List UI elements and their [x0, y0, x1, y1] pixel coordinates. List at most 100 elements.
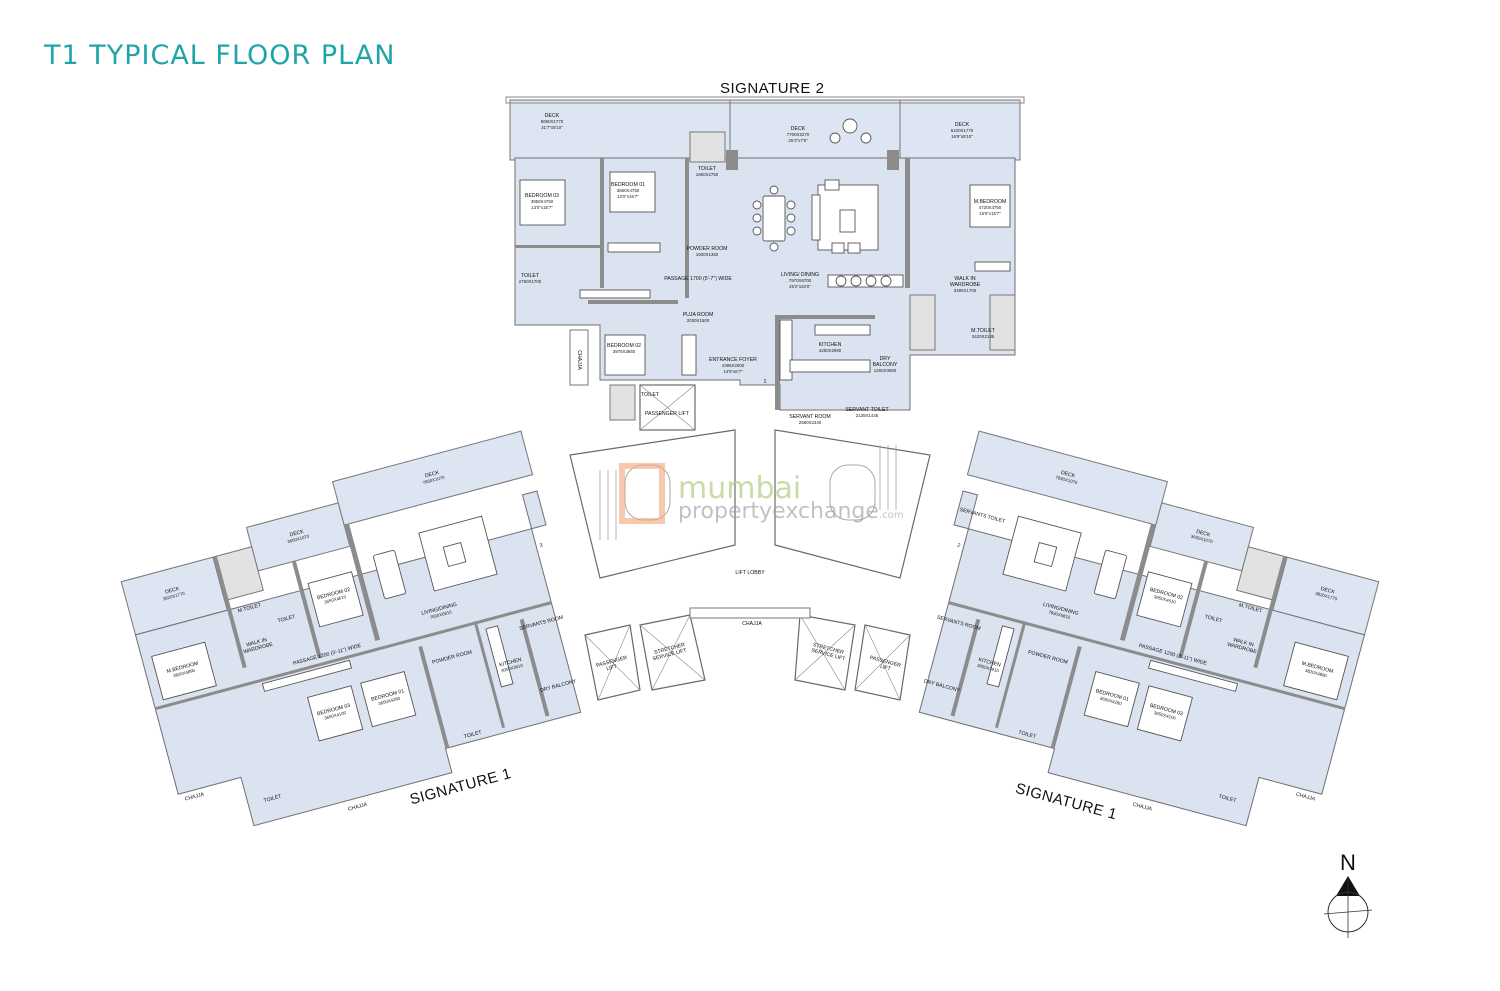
svg-text:mumbai: mumbai	[678, 471, 801, 506]
svg-text:CHAJJA: CHAJJA	[742, 621, 762, 627]
svg-text:PASSAGE 1700 (5'-7") WIDE: PASSAGE 1700 (5'-7") WIDE	[664, 276, 732, 282]
svg-text:3820X1770: 3820X1770	[162, 591, 186, 602]
svg-text:3650X4280: 3650X4280	[1099, 696, 1123, 707]
deck-band	[509, 99, 1021, 161]
svg-text:BEDROOM 02: BEDROOM 02	[607, 343, 641, 349]
svg-text:15'6"x15'7": 15'6"x15'7"	[979, 211, 1001, 216]
svg-text:TOILET: TOILET	[263, 793, 283, 804]
svg-text:LIFT LOBBY: LIFT LOBBY	[735, 570, 765, 576]
svg-text:4250X2980: 4250X2980	[819, 348, 842, 353]
svg-text:TOILET: TOILET	[641, 392, 660, 398]
central-core: LIFT LOBBY CHAJJA PASSENGER LIFT STRETCH…	[569, 429, 931, 701]
svg-text:16'9"x5'10": 16'9"x5'10"	[951, 134, 973, 139]
svg-text:DECK: DECK	[289, 529, 305, 539]
svg-text:DECK: DECK	[1195, 529, 1211, 539]
svg-text:BALCONY: BALCONY	[873, 362, 898, 368]
svg-text:CHAJJA: CHAJJA	[576, 350, 582, 370]
svg-text:25'3"x7'5": 25'3"x7'5"	[788, 138, 808, 143]
svg-text:7830X1070: 7830X1070	[1055, 475, 1079, 486]
svg-text:3650X1070: 3650X1070	[287, 533, 311, 544]
svg-text:2580X2340: 2580X2340	[799, 420, 822, 425]
svg-text:LIFT: LIFT	[879, 664, 892, 673]
svg-text:3650X1070: 3650X1070	[1190, 534, 1214, 545]
north-compass: N	[1318, 852, 1378, 942]
svg-text:TOILET: TOILET	[1218, 794, 1238, 805]
svg-text:5100X1770: 5100X1770	[951, 128, 974, 133]
svg-text:4395X2000: 4395X2000	[722, 363, 745, 368]
svg-text:2135X1445: 2135X1445	[856, 413, 879, 418]
svg-text:WALK IN: WALK IN	[1232, 637, 1254, 648]
svg-text:1: 1	[764, 379, 767, 385]
svg-text:7830X6810: 7830X6810	[429, 609, 453, 620]
svg-text:26'2"x22'0": 26'2"x22'0"	[789, 284, 811, 289]
svg-text:3650X4610: 3650X4610	[324, 594, 348, 605]
svg-text:14'5"x6'7": 14'5"x6'7"	[723, 369, 743, 374]
svg-text:7830X6810: 7830X6810	[1048, 609, 1072, 620]
svg-text:7700X2270: 7700X2270	[787, 132, 810, 137]
svg-text:KITCHEN: KITCHEN	[978, 657, 1002, 669]
page-title: T1 TYPICAL FLOOR PLAN	[44, 40, 396, 71]
svg-text:DECK: DECK	[1320, 586, 1336, 596]
svg-text:3820X1770: 3820X1770	[1315, 591, 1339, 602]
svg-text:13'0"x15'7": 13'0"x15'7"	[531, 205, 553, 210]
svg-text:KITCHEN: KITCHEN	[499, 657, 523, 669]
svg-text:3: 3	[539, 542, 543, 549]
svg-text:3650X4280: 3650X4280	[378, 695, 402, 706]
svg-text:PUJA ROOM: PUJA ROOM	[683, 312, 714, 318]
svg-text:CHAJJA: CHAJJA	[1132, 802, 1153, 813]
svg-text:12'0"x15'7": 12'0"x15'7"	[617, 194, 639, 199]
svg-text:TOILET: TOILET	[698, 166, 717, 172]
svg-text:TOILET: TOILET	[277, 614, 297, 625]
svg-text:7830X1070: 7830X1070	[422, 474, 446, 485]
svg-text:3495X1700: 3495X1700	[954, 288, 977, 293]
svg-text:PASSENGER LIFT: PASSENGER LIFT	[645, 411, 690, 417]
north-arrow-icon	[1323, 876, 1373, 938]
wing-signature-1-right: DECK 7830X1070 DECK 3650X1070 DECK 3820X…	[918, 430, 1380, 827]
svg-text:31'7"x5'10": 31'7"x5'10"	[541, 125, 563, 130]
svg-text:DECK: DECK	[1060, 470, 1076, 480]
svg-text:propertyexchange.com: propertyexchange.com	[678, 499, 903, 524]
svg-text:CHAJJA: CHAJJA	[347, 802, 368, 813]
svg-text:WALK IN: WALK IN	[954, 276, 975, 282]
svg-text:3420X2135: 3420X2135	[972, 334, 995, 339]
svg-text:3650X4100: 3650X4100	[1153, 710, 1177, 721]
svg-text:LIFT: LIFT	[606, 664, 619, 673]
svg-text:2: 2	[957, 543, 961, 550]
svg-text:M.TOILET: M.TOILET	[971, 328, 996, 334]
svg-text:WALK IN: WALK IN	[246, 637, 268, 648]
compass-label: N	[1340, 850, 1356, 875]
svg-text:TOILET: TOILET	[521, 273, 540, 279]
svg-text:KITCHEN: KITCHEN	[819, 342, 842, 348]
svg-text:3650X4100: 3650X4100	[324, 710, 348, 721]
svg-text:ENTRANCE FOYER: ENTRANCE FOYER	[709, 357, 757, 363]
svg-text:3975X3650: 3975X3650	[613, 349, 636, 354]
svg-text:9650X1770: 9650X1770	[541, 119, 564, 124]
svg-text:1260X3660: 1260X3660	[874, 368, 897, 373]
svg-text:3820X4890: 3820X4890	[173, 668, 197, 679]
svg-text:DECK: DECK	[791, 126, 806, 132]
svg-text:3650X4750: 3650X4750	[617, 188, 640, 193]
svg-text:DECK: DECK	[424, 470, 440, 480]
svg-text:SERVANT ROOM: SERVANT ROOM	[789, 414, 831, 420]
svg-text:DECK: DECK	[545, 113, 560, 119]
svg-text:CHAJJA: CHAJJA	[1295, 792, 1316, 803]
svg-text:TOILET: TOILET	[463, 729, 483, 740]
svg-text:LIVING/ DINING: LIVING/ DINING	[781, 272, 819, 278]
wing-signature-2: DECK 9650X1770 31'7"x5'10" DECK 7700X227…	[505, 96, 1025, 431]
svg-text:2030X1500: 2030X1500	[687, 318, 710, 323]
label-signature-2: SIGNATURE 2	[720, 80, 825, 97]
svg-text:3050X3610: 3050X3610	[977, 663, 1001, 674]
svg-text:BEDROOM 03: BEDROOM 03	[525, 193, 559, 199]
svg-text:2750X1700: 2750X1700	[519, 279, 542, 284]
svg-text:3650X4610: 3650X4610	[1153, 594, 1177, 605]
svg-text:CHAJJA: CHAJJA	[184, 792, 205, 803]
svg-text:DECK: DECK	[165, 586, 181, 596]
svg-text:1500X1350: 1500X1350	[696, 252, 719, 257]
svg-text:3950X4750: 3950X4750	[531, 199, 554, 204]
svg-text:1650X2750: 1650X2750	[696, 172, 719, 177]
svg-text:DRY: DRY	[880, 356, 891, 362]
svg-text:BEDROOM 01: BEDROOM 01	[611, 182, 645, 188]
svg-text:POWDER ROOM: POWDER ROOM	[687, 246, 728, 252]
svg-text:SERVANT TOILET: SERVANT TOILET	[845, 407, 889, 413]
